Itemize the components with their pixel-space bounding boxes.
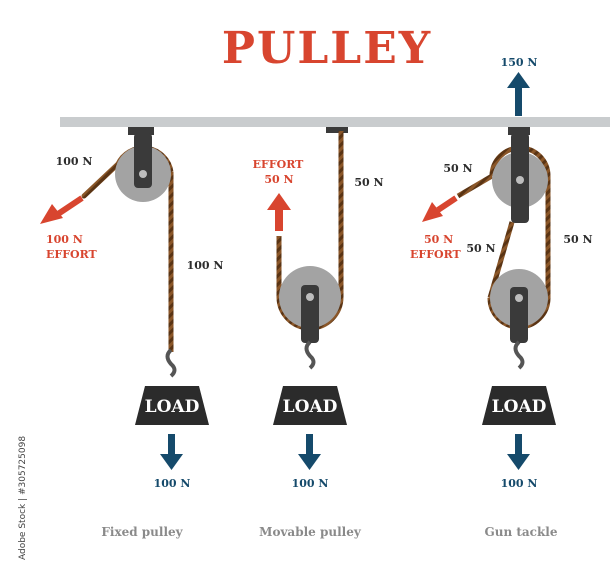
gun-rope-label-right: 50 N <box>563 233 592 246</box>
fixed-axle <box>139 170 147 178</box>
movable-load-arrow-icon <box>298 434 321 470</box>
fixed-effort-value: 100 N <box>46 233 83 246</box>
gun-top-axle <box>516 176 524 184</box>
movable-effort-word: EFFORT <box>253 158 305 171</box>
fixed-effort-arrow-icon <box>40 195 84 224</box>
page-title: PULLEY <box>222 23 432 74</box>
gun-rope-label-top-left: 50 N <box>443 162 472 175</box>
gun-effort-word: EFFORT <box>410 248 462 261</box>
ceiling-beam <box>60 117 610 127</box>
movable-effort-arrow-icon <box>267 193 291 231</box>
gun-load-label: LOAD <box>492 397 547 417</box>
gun-bottom-axle <box>515 294 523 302</box>
gun-effort-arrow-icon <box>422 195 458 222</box>
caption-movable-pulley: Movable pulley <box>259 525 362 539</box>
side-watermark: Adobe Stock | #305725098 <box>18 436 28 560</box>
gun-mount <box>508 127 530 135</box>
gun-load-force: 100 N <box>501 477 538 490</box>
fixed-load-label: LOAD <box>145 397 200 417</box>
caption-gun-tackle: Gun tackle <box>484 525 557 539</box>
gun-tackle-system: LOAD 100 N <box>422 127 556 490</box>
movable-load-force: 100 N <box>292 477 329 490</box>
movable-rope-label-right: 50 N <box>354 176 383 189</box>
gun-load-block <box>482 386 556 425</box>
movable-axle <box>306 293 314 301</box>
gun-rope-effort <box>456 173 494 199</box>
gun-rope-label-mid: 50 N <box>466 242 495 255</box>
movable-effort-value: 50 N <box>264 173 293 186</box>
gun-hook-icon <box>513 340 525 370</box>
fixed-load-arrow-icon <box>160 434 183 470</box>
fixed-load-block <box>135 386 209 425</box>
movable-load-label: LOAD <box>283 397 338 417</box>
movable-anchor <box>326 127 348 133</box>
movable-pulley-strap <box>301 285 319 343</box>
gun-effort-value: 50 N <box>424 233 453 246</box>
fixed-pulley-strap <box>134 133 152 188</box>
movable-load-block <box>273 386 347 425</box>
fixed-pulley-system: LOAD 100 N <box>40 127 209 490</box>
fixed-rope-label-right: 100 N <box>187 259 224 272</box>
fixed-mount <box>128 127 154 135</box>
movable-pulley-system: LOAD 100 N <box>267 127 348 490</box>
movable-hook-icon <box>304 340 316 370</box>
fixed-load-force: 100 N <box>154 477 191 490</box>
gun-load-arrow-icon <box>507 434 530 470</box>
gun-bottom-strap <box>510 287 528 343</box>
gun-top-force-label: 150 N <box>501 56 538 69</box>
caption-fixed-pulley: Fixed pulley <box>101 525 183 539</box>
fixed-hook-icon <box>165 348 177 378</box>
up-force-arrow-icon <box>507 72 530 116</box>
fixed-rope-effort <box>81 161 121 199</box>
fixed-effort-word: EFFORT <box>46 248 98 261</box>
fixed-rope-label-left: 100 N <box>56 155 93 168</box>
